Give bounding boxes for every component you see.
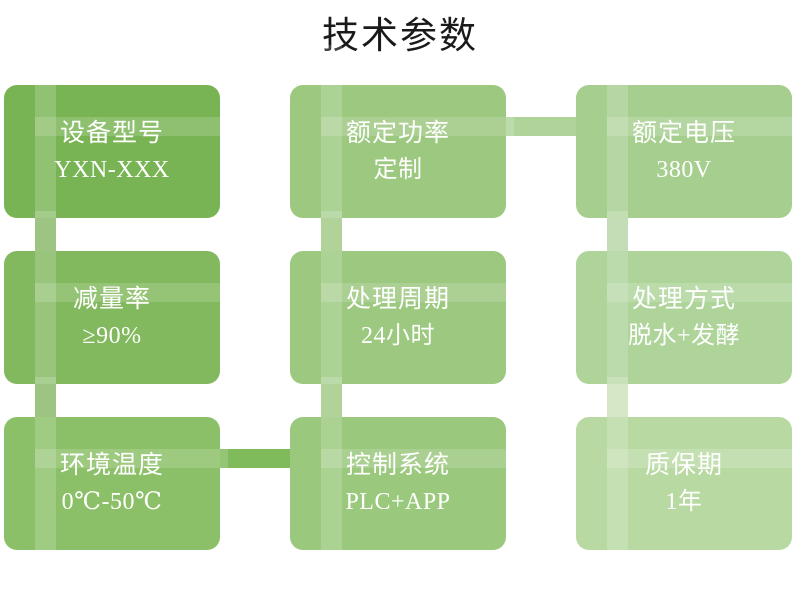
param-card-body (4, 417, 220, 550)
param-card-body (290, 251, 506, 384)
param-label: 环境温度 (59, 450, 164, 479)
param-value: 380V (656, 157, 712, 183)
param-card-treatment-cycle[interactable]: 处理周期 24小时 (290, 211, 514, 424)
param-card-ambient-temp[interactable]: 环境温度 0℃-50℃ (4, 377, 228, 590)
page-title: 技术参数 (322, 14, 478, 57)
param-label: 处理方式 (631, 284, 736, 313)
param-card-body (4, 251, 220, 384)
param-label: 控制系统 (345, 450, 450, 479)
param-card-body (290, 417, 506, 550)
param-label: 减量率 (72, 284, 151, 313)
param-card-text: 控制系统 PLC+APP (290, 417, 506, 550)
param-card-body (290, 85, 506, 218)
param-label: 处理周期 (345, 284, 450, 313)
param-card-body (576, 417, 792, 550)
param-card-text: 环境温度 0℃-50℃ (4, 417, 220, 550)
param-value: ≥90% (82, 323, 142, 349)
param-label: 额定功率 (345, 118, 450, 147)
param-card-text: 处理方式脱水+发酵 (576, 251, 792, 384)
param-card-body (4, 85, 220, 218)
param-card-text: 设备型号 YXN-XXX (4, 85, 220, 218)
param-card-body (576, 251, 792, 384)
param-label: 设备型号 (59, 118, 164, 147)
param-card-text: 减量率 ≥90% (4, 251, 220, 384)
param-card-reduction-rate[interactable]: 减量率 ≥90% (4, 211, 228, 424)
param-value: PLC+APP (345, 489, 451, 515)
param-label: 质保期 (644, 450, 723, 479)
param-card-treatment-method[interactable]: 处理方式脱水+发酵 (576, 211, 800, 424)
param-value: 定制 (373, 157, 423, 183)
param-card-rated-voltage[interactable]: 额定电压 380V (576, 45, 800, 258)
param-value: YXN-XXX (54, 157, 170, 183)
param-card-body (576, 85, 792, 218)
param-card-equipment-model[interactable]: 设备型号 YXN-XXX (4, 45, 228, 258)
param-label: 额定电压 (631, 118, 736, 147)
param-card-text: 质保期 1年 (576, 417, 792, 550)
param-card-text: 额定功率定制 (290, 85, 506, 218)
param-card-text: 处理周期 24小时 (290, 251, 506, 384)
param-value: 脱水+发酵 (627, 323, 741, 349)
param-value: 1年 (665, 489, 703, 515)
param-value: 24小时 (361, 323, 435, 349)
param-card-text: 额定电压 380V (576, 85, 792, 218)
param-card-rated-power[interactable]: 额定功率定制 (290, 45, 514, 258)
param-value: 0℃-50℃ (61, 489, 163, 515)
param-card-warranty-period[interactable]: 质保期 1年 (576, 377, 800, 590)
param-card-control-system[interactable]: 控制系统 PLC+APP (290, 377, 514, 590)
